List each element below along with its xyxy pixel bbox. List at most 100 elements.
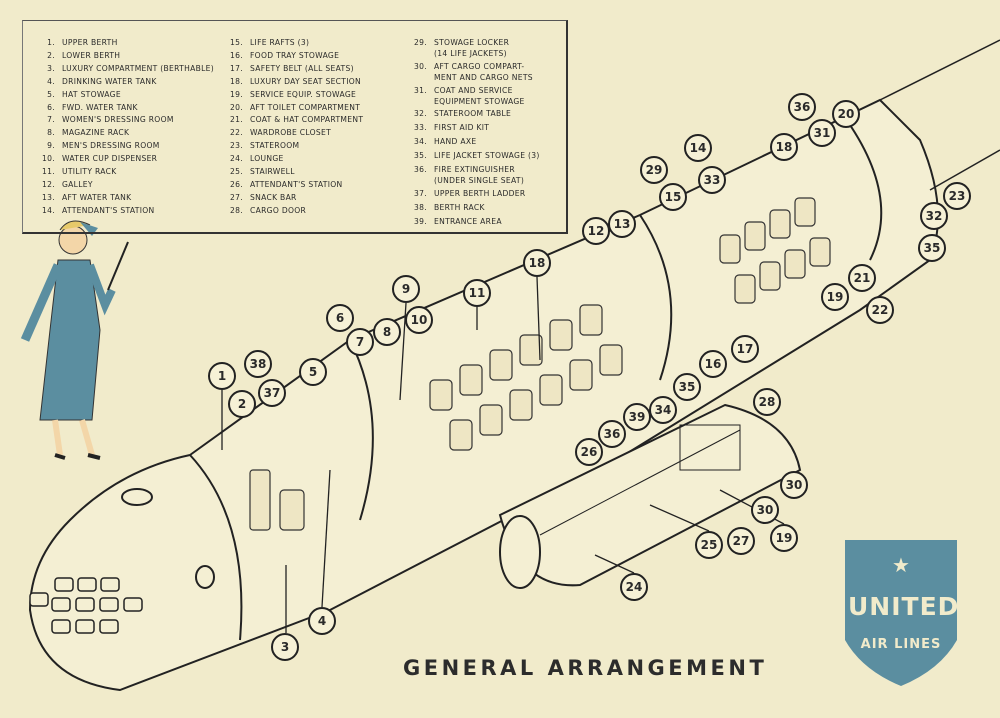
legend-item: 3. LUXURY COMPARTMENT (BERTHABLE) [33,63,214,76]
callout-25: 25 [695,531,723,559]
callout-2: 2 [228,390,256,418]
legend-number: 35. [414,151,427,161]
legend-label: FIRST AID KIT [434,123,490,133]
legend-label: DRINKING WATER TANK [62,76,157,86]
legend-label: MEN'S DRESSING ROOM [62,141,160,151]
callout-13: 13 [608,210,636,238]
legend-item: 14.ATTENDANT'S STATION [33,205,214,218]
legend-item: 37.UPPER BERTH LADDER [405,188,540,201]
callout-26: 26 [575,438,603,466]
callout-20: 20 [832,100,860,128]
legend-number: 33. [414,123,427,133]
legend-label: WOMEN'S DRESSING ROOM [62,115,174,125]
legend-label: MAGAZINE RACK [62,128,130,138]
callout-1: 1 [208,362,236,390]
legend-item: 12.GALLEY [33,179,214,192]
legend-number: 37. [414,188,427,198]
legend-label: ENTRANCE AREA [434,216,502,226]
legend-label: AFT WATER TANK [62,192,132,202]
legend-label: SAFETY BELT (ALL SEATS) [250,63,354,73]
legend-number: 28. [230,205,243,215]
logo-text-united: UNITED [848,592,960,621]
legend-label: FWD. WATER TANK [62,102,138,112]
legend-label: GALLEY [62,179,93,189]
legend-label: SNACK BAR [250,192,297,202]
legend-label: WATER CUP DISPENSER [62,154,158,164]
callout-27: 27 [727,527,755,555]
legend-number: 5. [47,89,55,99]
legend-number: 4. [47,76,55,86]
callout-39: 39 [623,403,651,431]
legend-number: 36. [414,165,427,175]
legend-label: ATTENDANT'S STATION [62,205,155,215]
callout-38: 38 [244,350,272,378]
legend-item: 15.LIFE RAFTS (3) [221,37,363,50]
legend-item: 29.STOWAGE LOCKER [405,37,540,50]
legend-label: UTILITY RACK [62,167,117,177]
legend-number: 18. [230,76,243,86]
callout-6: 6 [326,304,354,332]
legend-number: 34. [414,137,427,147]
legend-number: 38. [414,202,427,212]
legend-number: 31. [414,85,427,95]
legend-item: 33. FIRST AID KIT [405,122,540,135]
legend-item: 34. HAND AXE [405,136,540,149]
legend-item: 38.BERTH RACK [405,202,540,215]
callout-30: 30 [780,471,808,499]
legend-label: COAT & HAT COMPARTMENT [250,115,364,125]
callout-33: 33 [698,166,726,194]
legend-item: 8. MAGAZINE RACK [33,127,214,140]
legend-label: CARGO DOOR [250,205,307,215]
legend-label: LIFE RAFTS (3) [250,38,310,47]
callout-8: 8 [373,318,401,346]
legend-label: FOOD TRAY STOWAGE [250,50,340,60]
legend-item: 25. STAIRWELL [221,166,363,179]
legend-label: STAIRWELL [250,167,295,177]
legend-number: 21. [230,115,243,125]
legend-number: 26. [230,179,243,189]
legend-item: 22.WARDROBE CLOSET [221,127,363,140]
legend-item: 6. FWD. WATER TANK [33,102,214,115]
callout-18: 18 [770,133,798,161]
legend-item: 4. DRINKING WATER TANK [33,76,214,89]
callout-18: 18 [523,249,551,277]
legend-item: 13.AFT WATER TANK [33,192,214,205]
legend-label: LUXURY COMPARTMENT (BERTHABLE) [62,63,215,73]
legend-number: 25. [230,167,243,177]
legend-label-continued: (14 LIFE JACKETS) [434,48,507,58]
stewardess-figure [20,220,129,460]
legend-item: 17.SAFETY BELT (ALL SEATS) [221,63,363,76]
legend-item: 31.COAT AND SERVICE [405,85,540,98]
legend-label: LIFE JACKET STOWAGE (3) [434,151,540,161]
legend-item: 39.ENTRANCE AREA [405,216,540,229]
callout-7: 7 [346,328,374,356]
callout-9: 9 [392,275,420,303]
legend-item: 1.UPPER BERTH [33,37,214,50]
legend-item: 18.LUXURY DAY SEAT SECTION [221,76,363,89]
legend-item: 2.LOWER BERTH [33,50,214,63]
callout-19: 19 [770,524,798,552]
legend-label-continued: EQUIPMENT STOWAGE [434,96,525,106]
callout-28: 28 [753,388,781,416]
callout-37: 37 [258,379,286,407]
legend-number: 16. [230,50,243,60]
legend-number: 30. [414,61,427,71]
legend-label-continued: MENT AND CARGO NETS [434,72,533,82]
legend-number: 19. [230,89,243,99]
legend-item: 19.SERVICE EQUIP. STOWAGE [221,89,363,102]
legend-number: 3. [47,63,55,73]
legend-number: 6. [47,102,55,112]
legend-item: 30. AFT CARGO COMPART- [405,61,540,74]
legend-label: HAND AXE [434,137,477,147]
diagram-title: GENERAL ARRANGEMENT [403,656,768,680]
legend-number: 8. [47,128,55,138]
callout-17: 17 [731,335,759,363]
legend-item: 24.LOUNGE [221,153,363,166]
logo-text-air-lines: AIR LINES [860,637,942,652]
legend-label: AFT CARGO COMPART- [434,61,525,71]
legend-label: ATTENDANT'S STATION [250,179,343,189]
legend-label: WARDROBE CLOSET [250,128,332,138]
callout-5: 5 [299,358,327,386]
callout-10: 10 [405,306,433,334]
